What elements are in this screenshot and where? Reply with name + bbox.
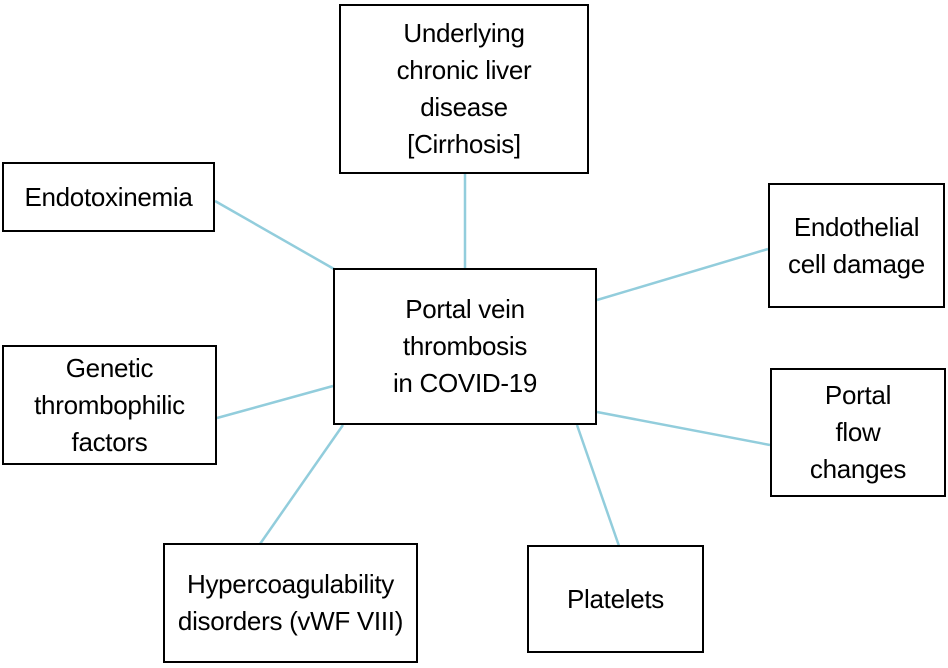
node-label-cirrhosis: Underlying chronic liver disease [Cirrho…	[396, 18, 532, 159]
connector-center-genetic	[216, 384, 334, 420]
node-label-center: Portal vein thrombosis in COVID-19	[392, 294, 538, 398]
node-label-hypercoagulability: Hypercoagulability disorders (vWF VIII)	[177, 569, 404, 636]
node-label-genetic: Genetic thrombophilic factors	[34, 352, 185, 457]
node-label-platelets: Platelets	[566, 583, 665, 614]
node-label-endotoxinemia: Endotoxinemia	[24, 181, 193, 212]
node-genetic-thrombophilic-factors: Genetic thrombophilic factors	[2, 345, 217, 465]
node-hypercoagulability-disorders: Hypercoagulability disorders (vWF VIII)	[163, 543, 418, 663]
node-portal-flow-changes: Portal flow changes	[770, 368, 946, 497]
connector-center-endothelial	[596, 247, 769, 302]
node-platelets: Platelets	[527, 545, 704, 653]
node-endotoxinemia: Endotoxinemia	[2, 162, 215, 232]
connector-center-portal-flow	[596, 410, 771, 447]
node-endothelial-cell-damage: Endothelial cell damage	[768, 183, 945, 308]
node-label-portal-flow: Portal flow changes	[809, 380, 907, 484]
node-portal-vein-thrombosis-center: Portal vein thrombosis in COVID-19	[333, 268, 597, 425]
connector-center-hypercoagulability	[258, 424, 345, 545]
connector-center-platelets	[575, 424, 621, 547]
node-label-endothelial: Endothelial cell damage	[788, 211, 925, 279]
node-underlying-chronic-liver-disease: Underlying chronic liver disease [Cirrho…	[339, 4, 589, 174]
connector-center-endotoxinemia	[214, 199, 335, 271]
